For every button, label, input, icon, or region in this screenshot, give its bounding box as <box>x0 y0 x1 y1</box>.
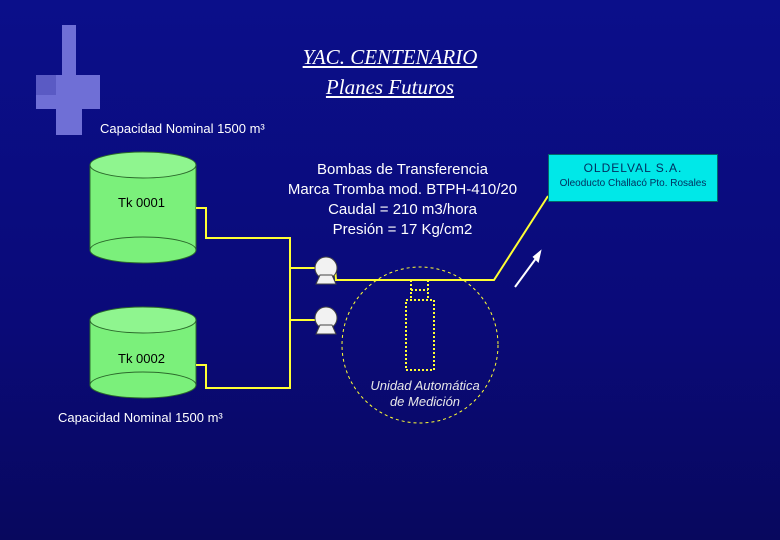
meter-unit-line1: Unidad Automática <box>370 378 480 393</box>
pump-icon <box>314 256 338 285</box>
page-title: YAC. CENTENARIO <box>302 45 478 69</box>
arrow-up-right-icon <box>514 249 542 288</box>
page-subtitle: Planes Futuros <box>325 75 455 99</box>
tank2-capacity-label: Capacidad Nominal 1500 m³ <box>58 410 223 425</box>
pipe-tank2-outlet <box>196 319 316 389</box>
pump-spec-line: Caudal = 210 m3/hora <box>328 201 477 218</box>
tank-0002 <box>89 306 197 399</box>
tank2-label: Tk 0002 <box>118 351 165 366</box>
tank1-capacity-label: Capacidad Nominal 1500 m³ <box>100 121 265 136</box>
company-logo-icon <box>36 25 100 135</box>
destination-box: OLDELVAL S.A. Oleoducto Challacó Pto. Ro… <box>548 154 718 202</box>
meter-unit-line2: de Medición <box>389 394 461 409</box>
pipe-tank1-outlet <box>196 207 316 269</box>
pump-icon <box>314 306 338 335</box>
pump-spec-line: Bombas de Transferencia <box>317 161 488 178</box>
pump-specs: Bombas de Transferencia Marca Tromba mod… <box>270 160 535 240</box>
meter-unit-piping <box>405 280 435 371</box>
meter-unit-boundary <box>341 266 499 424</box>
tank-0001 <box>89 151 197 264</box>
destination-name: OLDELVAL S.A. <box>583 161 683 175</box>
meter-unit-label: Unidad Automática de Medición <box>340 378 510 410</box>
pump-spec-line: Presión = 17 Kg/cm2 <box>332 221 473 238</box>
pump-spec-line: Marca Tromba mod. BTPH-410/20 <box>287 181 518 198</box>
tank1-label: Tk 0001 <box>118 195 165 210</box>
destination-route: Oleoducto Challacó Pto. Rosales <box>559 178 707 189</box>
